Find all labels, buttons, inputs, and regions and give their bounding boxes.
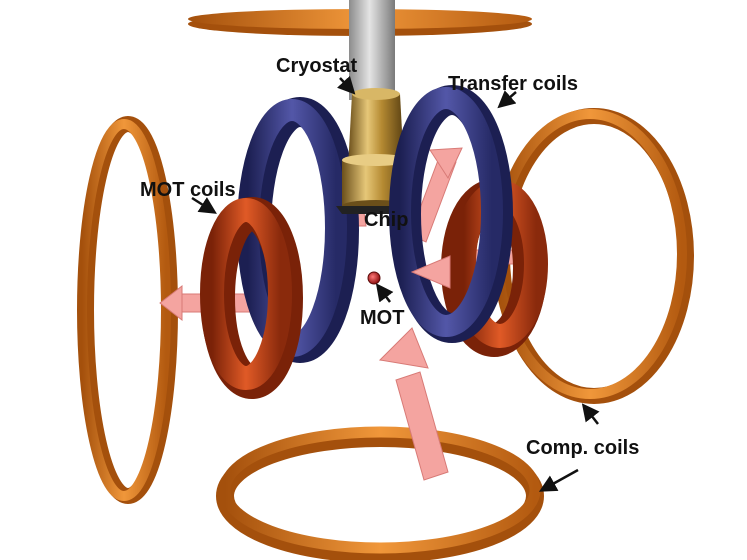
comp-coil-bottom <box>216 426 544 560</box>
arrow-comp-coils-lower <box>538 468 579 492</box>
beam-left-head <box>159 284 183 322</box>
beam-lower-diag <box>395 371 449 481</box>
label-cryostat: Cryostat <box>276 55 357 77</box>
beam-lower-head <box>378 327 429 369</box>
arrow-cryostat <box>337 75 356 95</box>
arrow-mot-coils <box>191 196 217 214</box>
label-transfer-coils: Transfer coils <box>448 73 578 95</box>
label-arrows <box>191 75 600 492</box>
label-mot: MOT <box>360 307 404 329</box>
mot-cloud <box>367 271 381 285</box>
arrow-transfer-coils <box>497 90 517 109</box>
label-mot-coils: MOT coils <box>140 179 236 201</box>
beam-right-head <box>410 255 451 289</box>
transfer-coil-right <box>389 85 513 343</box>
mot-coil-left <box>200 197 303 399</box>
label-comp-coils: Comp. coils <box>526 437 639 459</box>
cryostat-rod <box>349 0 395 100</box>
arrow-mot <box>375 283 394 303</box>
label-chip: Chip <box>364 209 408 231</box>
arrow-comp-coils-upper <box>581 403 600 425</box>
beam-upper-head <box>429 147 463 180</box>
